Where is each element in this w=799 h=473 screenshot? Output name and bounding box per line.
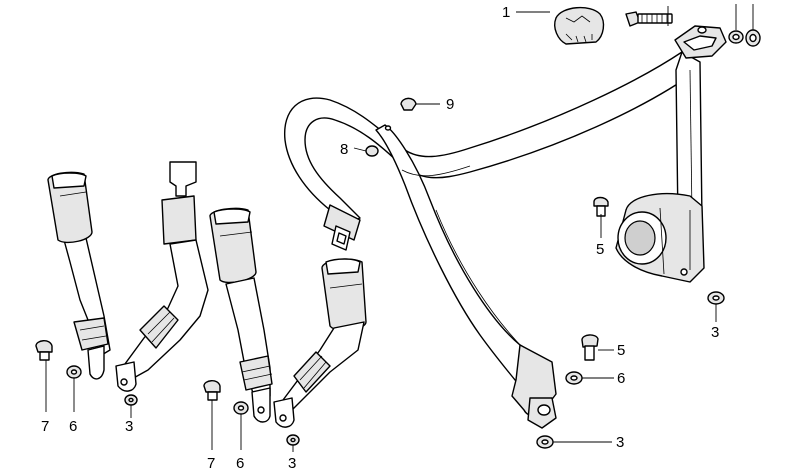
- left-washer: [66, 365, 82, 379]
- anchor-washer: [565, 371, 583, 385]
- left-nut: [124, 394, 138, 406]
- callout-9: 9: [446, 96, 454, 113]
- callout-5-anchor: 5: [617, 342, 625, 359]
- middle-buckle-assembly: [209, 207, 273, 423]
- callout-3-anchor: 3: [616, 434, 624, 451]
- left-buckle-assembly: [47, 171, 111, 380]
- webbing-button-stop: [365, 145, 379, 157]
- sliding-latch-tongue: [323, 204, 361, 251]
- callout-7-left: 7: [41, 418, 49, 435]
- top-anchor-bolt: [625, 11, 673, 27]
- callout-3-left: 3: [125, 418, 133, 435]
- left-bolt: [35, 340, 53, 361]
- callout-6-mid: 6: [236, 455, 244, 472]
- retractor-washer: [707, 291, 725, 305]
- upper-belt-guide: [674, 25, 727, 59]
- retractor-bolt: [593, 196, 609, 217]
- callout-7-mid: 7: [207, 455, 215, 472]
- middle-bolt: [203, 380, 221, 401]
- callout-3-mid: 3: [288, 455, 296, 472]
- callout-3-retractor: 3: [711, 324, 719, 341]
- callout-6-left: 6: [69, 418, 77, 435]
- callout-8: 8: [340, 141, 348, 158]
- anchor-nut: [536, 435, 554, 449]
- middle-washer: [233, 401, 249, 415]
- belt-retractor: [615, 193, 705, 283]
- left-tongue-assembly: [115, 161, 209, 392]
- top-washer: [745, 29, 761, 47]
- belt-guide-cover: [554, 7, 605, 45]
- callout-6-anchor: 6: [617, 370, 625, 387]
- lower-anchor-plate: [511, 344, 557, 429]
- leader-lines: [45, 4, 754, 452]
- middle-nut: [286, 434, 300, 446]
- anchor-bolt: [581, 334, 599, 361]
- callout-1: 1: [502, 4, 510, 21]
- top-spacer: [728, 30, 744, 44]
- middle-tongue-assembly: [273, 258, 367, 428]
- callout-5-retractor: 5: [596, 241, 604, 258]
- guide-screw-cap: [400, 97, 417, 111]
